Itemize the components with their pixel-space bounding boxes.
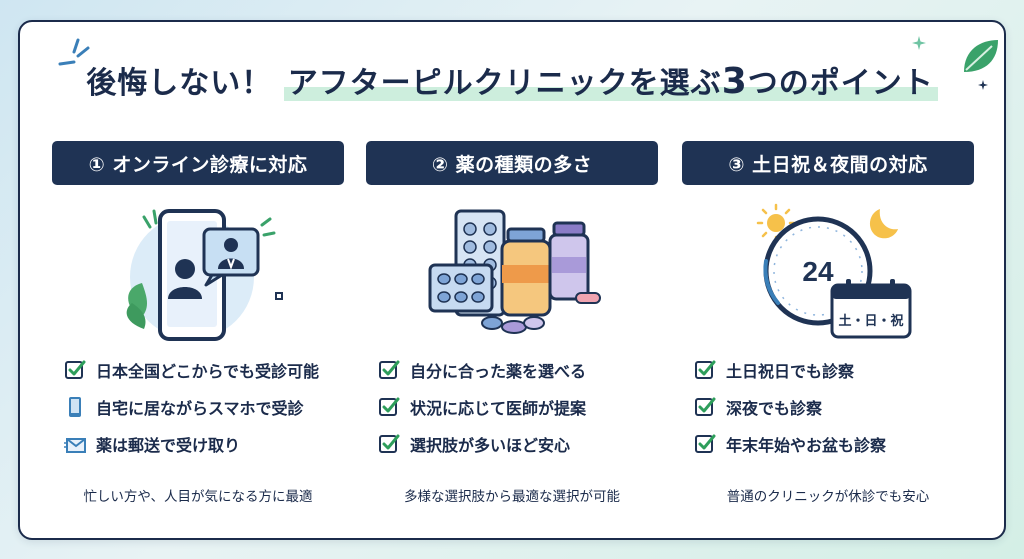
checkbox-icon [694, 433, 716, 455]
page-title: 後悔しない！ アフターピルクリニックを選ぶ3つのポイント [0, 58, 1024, 102]
calendar-label: 土・日・祝 [838, 313, 903, 329]
sparkle-icon [912, 36, 926, 50]
clock-calendar-illustration: 24 土・日・祝 [756, 203, 912, 339]
sparkle-icon [978, 80, 988, 90]
list-item-text: 薬は郵送で受け取り [96, 435, 241, 455]
column-header: ① オンライン診療に対応 [52, 141, 344, 185]
feature-list: 土日祝日でも診察 深夜でも診察 年末年始やお盆も診察 [694, 351, 974, 462]
checkbox-icon [378, 433, 400, 455]
column-footer: 多様な選択肢から最適な選択が可能 [404, 489, 620, 505]
point-column-medicine: ② 薬の種類の多さ 自分に合った薬を選べる 状況に応じて [366, 141, 658, 521]
list-item-text: 状況に応じて医師が提案 [410, 398, 587, 418]
list-item-text: 日本全国どこからでも受診可能 [96, 361, 320, 381]
checkbox-icon [378, 396, 400, 418]
envelope-icon [64, 433, 86, 455]
column-footer: 忙しい方や、人目が気になる方に最適 [83, 489, 313, 505]
list-item-text: 年末年始やお盆も診察 [726, 435, 887, 455]
list-item: 状況に応じて医師が提案 [378, 388, 658, 425]
checkbox-icon [694, 359, 716, 381]
medicine-variety-illustration [428, 209, 601, 334]
feature-list: 日本全国どこからでも受診可能 自宅に居ながらスマホで受診 薬は郵送で受け取り [64, 351, 344, 462]
online-consultation-illustration [126, 209, 283, 341]
list-item-text: 深夜でも診察 [726, 398, 823, 418]
title-part3: つのポイント [747, 66, 934, 101]
list-item: 深夜でも診察 [694, 388, 974, 425]
title-part2: アフターピルクリニックを選ぶ [287, 66, 722, 101]
list-item: 自宅に居ながらスマホで受診 [64, 388, 344, 425]
list-item: 日本全国どこからでも受診可能 [64, 351, 344, 388]
column-header: ② 薬の種類の多さ [366, 141, 658, 185]
checkbox-icon [64, 359, 86, 381]
column-header: ③ 土日祝＆夜間の対応 [682, 141, 974, 185]
list-item-text: 土日祝日でも診察 [726, 361, 855, 381]
list-item-text: 選択肢が多いほど安心 [410, 435, 571, 455]
sparkle-lines-icon [58, 38, 90, 66]
list-item: 土日祝日でも診察 [694, 351, 974, 388]
feature-list: 自分に合った薬を選べる 状況に応じて医師が提案 選択肢が多いほど安心 [378, 351, 658, 462]
title-highlight: アフターピルクリニックを選ぶ3つのポイント [283, 61, 938, 102]
list-item-text: 自宅に居ながらスマホで受診 [96, 398, 304, 418]
list-item: 薬は郵送で受け取り [64, 425, 344, 462]
moon-icon [869, 209, 898, 239]
point-column-online: ① オンライン診療に対応 日本全国どこからでも受診可能 自宅に居ながらスマホで受… [52, 141, 344, 521]
list-item: 選択肢が多いほど安心 [378, 425, 658, 462]
title-part1: 後悔しない！ [86, 66, 273, 101]
checkbox-icon [378, 359, 400, 381]
clock-hours-label: 24 [802, 256, 834, 287]
checkbox-icon [694, 396, 716, 418]
list-item: 自分に合った薬を選べる [378, 351, 658, 388]
leaf-icon [964, 40, 998, 72]
point-column-weekend-night: ③ 土日祝＆夜間の対応 24 土・日・祝 土日祝日でも診察 深夜でも診察 年末年… [682, 141, 974, 521]
column-footer: 普通のクリニックが休診でも安心 [726, 489, 930, 505]
title-number: 3 [721, 61, 748, 102]
list-item: 年末年始やお盆も診察 [694, 425, 974, 462]
smartphone-icon [64, 396, 86, 418]
list-item-text: 自分に合った薬を選べる [410, 361, 587, 381]
